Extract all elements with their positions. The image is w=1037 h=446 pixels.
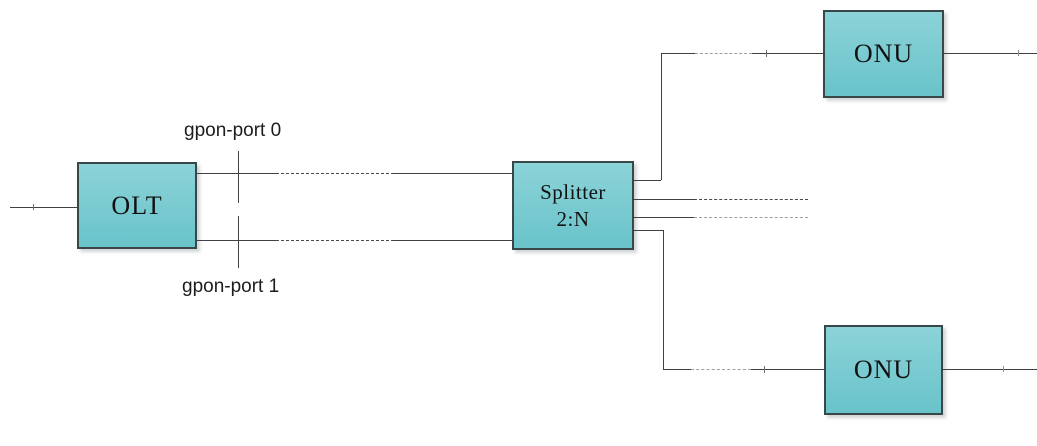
- top-branch-dashed: [695, 53, 752, 54]
- splitter-label-line1: Splitter: [540, 179, 606, 204]
- bottom-branch-solid-right: [751, 369, 824, 370]
- bottom-branch-solid-left: [663, 369, 691, 370]
- onu-top-drop-line: [944, 53, 1037, 54]
- gpon1-link-solid-right: [394, 240, 512, 241]
- splitter-top-branch-riser: [661, 53, 662, 180]
- splitter-mid2-dashed: [694, 217, 808, 218]
- gpon-port-0-marker: [238, 151, 239, 203]
- top-branch-solid-right: [752, 53, 823, 54]
- onu-bottom-node: ONU: [824, 325, 943, 415]
- onu-top-drop-tick: [1018, 50, 1019, 56]
- splitter-top-branch-stub: [634, 180, 661, 181]
- gpon-port-1-marker: [238, 216, 239, 268]
- splitter-mid1-dashed: [694, 199, 808, 200]
- onu-top-node: ONU: [823, 10, 944, 98]
- olt-label: OLT: [111, 190, 163, 220]
- top-branch-solid-left: [661, 53, 695, 54]
- gpon0-link-dashed: [276, 173, 394, 174]
- splitter-label-line2: 2:N: [556, 206, 590, 231]
- gpon0-link-solid-right: [394, 173, 512, 174]
- onu-bottom-drop-line: [943, 369, 1037, 370]
- olt-uplink-line: [10, 207, 77, 208]
- splitter-bottom-branch-riser: [663, 230, 664, 369]
- top-branch-junction-tick: [766, 50, 767, 57]
- gpon1-link-dashed: [276, 240, 394, 241]
- gpon1-link-solid-left: [197, 240, 276, 241]
- splitter-bottom-branch-stub: [634, 230, 663, 231]
- splitter-mid1-solid: [634, 199, 694, 200]
- onu-bottom-label: ONU: [853, 355, 914, 384]
- gpon-port-0-label: gpon-port 0: [184, 120, 282, 141]
- splitter-mid2-solid: [634, 217, 694, 218]
- splitter-node: Splitter 2:N: [512, 161, 634, 250]
- gpon0-link-solid-left: [197, 173, 276, 174]
- splitter-label: Splitter 2:N: [540, 179, 606, 233]
- onu-bottom-drop-tick: [1003, 366, 1004, 372]
- olt-node: OLT: [77, 162, 197, 249]
- bottom-branch-junction-tick: [764, 366, 765, 373]
- olt-uplink-junction-tick: [33, 204, 34, 210]
- gpon-port-1-label: gpon-port 1: [182, 276, 280, 297]
- onu-top-label: ONU: [853, 39, 914, 68]
- bottom-branch-dashed: [691, 369, 751, 370]
